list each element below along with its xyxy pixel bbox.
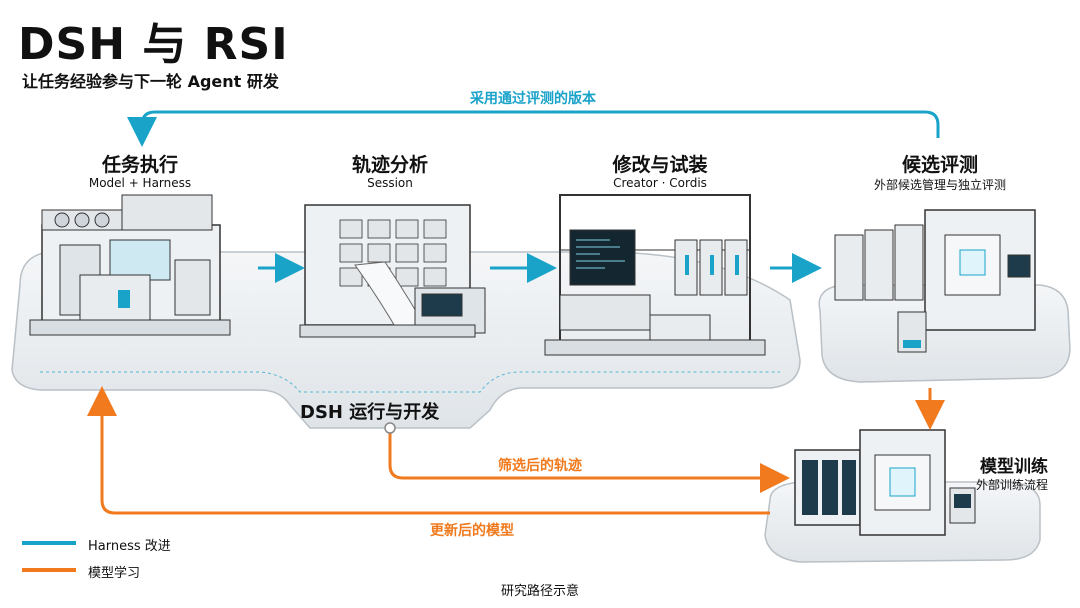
filtered-trajectories-label: 筛选后的轨迹	[498, 458, 582, 474]
candidate-evaluation-machine	[834, 209, 1036, 353]
training-subtitle: 外部训练流程	[976, 478, 1049, 492]
stage-subtitle-candidate-eval: 外部候选管理与独立评测	[873, 178, 1006, 192]
stage-title-task-execution: 任务执行	[101, 154, 178, 176]
modify-trial-machine	[544, 194, 766, 356]
task-execution-machine	[29, 194, 231, 336]
stage-title-candidate-eval: 候选评测	[901, 154, 978, 176]
filtered-trajectories-arrow	[388, 428, 790, 493]
updated-model-arrow	[87, 386, 770, 515]
stage-subtitle-trajectory-analysis: Session	[367, 176, 413, 190]
trajectory-analysis-machine	[299, 204, 486, 338]
updated-model-label: 更新后的模型	[430, 523, 514, 539]
page-subtitle: 让任务经验参与下一轮 Agent 研发	[22, 72, 279, 91]
figure-caption: 研究路径示意	[500, 584, 579, 599]
model-training-machine	[794, 429, 976, 536]
training-title: 模型训练	[980, 457, 1048, 477]
stage-subtitle-modify-trial: Creator · Cordis	[613, 176, 707, 190]
adopt-version-label: 采用通过评测的版本	[470, 91, 596, 107]
legend-model-label: 模型学习	[88, 566, 141, 581]
stage-subtitle-task-execution: Model + Harness	[88, 176, 192, 190]
stage-title-modify-trial: 修改与试装	[612, 154, 708, 176]
adopt-version-arrow	[127, 110, 940, 147]
page-title: DSH 与 RSI	[18, 19, 289, 70]
legend-harness-label: Harness 改进	[88, 539, 171, 554]
stage-title-trajectory-analysis: 轨迹分析	[351, 154, 428, 176]
dsh-platform-label: DSH 运行与开发	[300, 402, 440, 423]
